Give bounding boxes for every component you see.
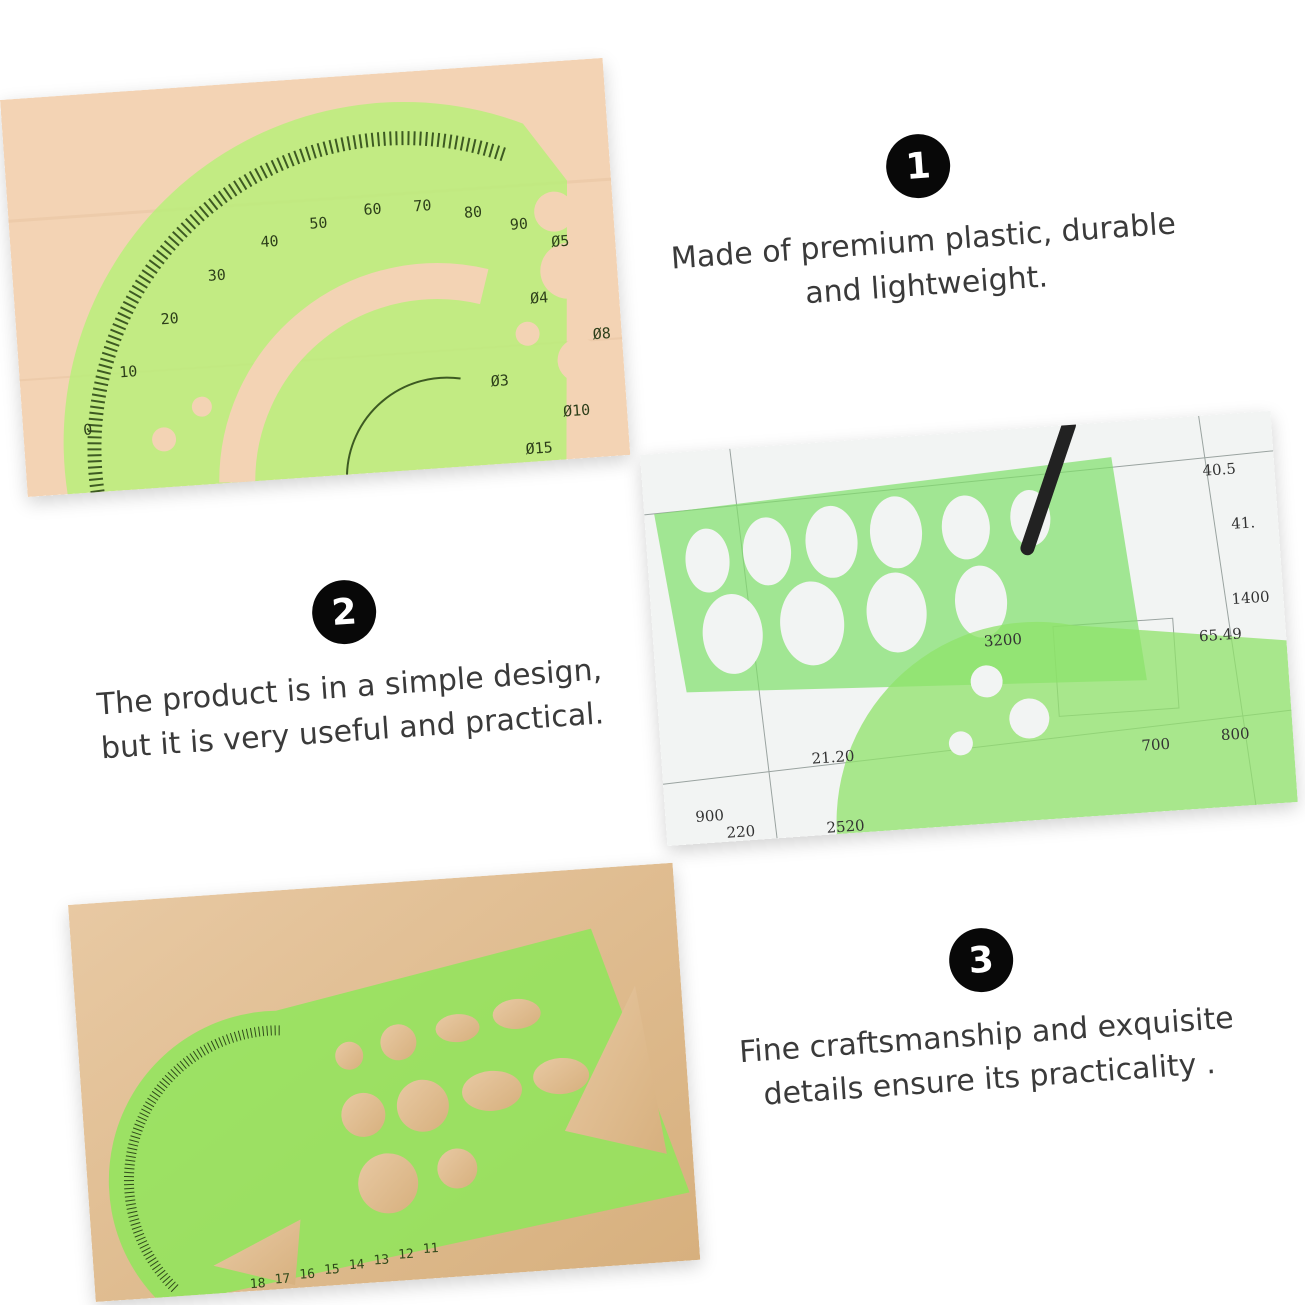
number-badge: 3 xyxy=(947,925,1016,995)
feature-caption: Made of premium plastic, durable and lig… xyxy=(669,206,1178,312)
scale-label: 90 xyxy=(509,214,528,233)
number-badge: 2 xyxy=(310,577,379,647)
scale-label: 40 xyxy=(260,232,279,251)
product-photo-blueprint: 40.5 41. 65.49 21.20 900 220 2520 700 80… xyxy=(640,410,1298,847)
hole-label: Ø15 xyxy=(525,438,553,458)
feature-caption: Fine craftsmanship and exquisite details… xyxy=(738,1000,1235,1113)
scale-label: 20 xyxy=(160,309,179,328)
dimension-label: 900 xyxy=(695,806,725,826)
ruler-number: 13 xyxy=(373,1252,390,1268)
feature-1: 1 Made of premium plastic, durable and l… xyxy=(637,115,1208,328)
ruler-number: 17 xyxy=(274,1271,291,1287)
ruler-number: 18 xyxy=(249,1276,266,1292)
dimension-label: 1400 xyxy=(1231,587,1270,608)
scale-label: 50 xyxy=(309,213,328,232)
ruler-number: 15 xyxy=(324,1262,341,1278)
hole-label: Ø5 xyxy=(551,232,570,251)
ruler-number: 12 xyxy=(398,1247,415,1263)
ruler-number: 16 xyxy=(299,1267,316,1283)
feature-2: 2 The product is in a simple design, but… xyxy=(63,561,634,774)
dimension-label: 21.20 xyxy=(811,747,855,768)
ruler-number: 11 xyxy=(422,1241,439,1257)
feature-3: 3 Fine craftsmanship and exquisite detai… xyxy=(700,909,1271,1122)
dimension-label: 41. xyxy=(1231,513,1256,533)
ruler-number: 14 xyxy=(348,1257,365,1273)
scale-label: 0 xyxy=(83,420,93,439)
dimension-label: 220 xyxy=(726,822,756,842)
hole-label: Ø10 xyxy=(562,401,590,421)
dimension-label: 65.49 xyxy=(1198,624,1242,645)
product-photo-protractor: 0 10 20 30 40 50 60 70 80 90 Ø5 Ø4 Ø8 Ø3… xyxy=(0,57,631,498)
feature-caption: The product is in a simple design, but i… xyxy=(95,652,606,767)
scale-label: 60 xyxy=(363,200,382,219)
dimension-label: 700 xyxy=(1141,735,1171,755)
dimension-label: 800 xyxy=(1220,724,1250,744)
hole-label: Ø8 xyxy=(592,324,611,343)
hole-label: Ø3 xyxy=(490,371,509,390)
scale-label: 70 xyxy=(413,196,432,215)
hole-label: Ø4 xyxy=(530,288,549,307)
scale-label: 10 xyxy=(119,362,138,381)
scale-label: 30 xyxy=(207,266,226,285)
scale-label: 80 xyxy=(463,203,482,222)
product-photo-template: 11 12 13 14 15 16 17 18 xyxy=(68,862,701,1303)
dimension-label: 40.5 xyxy=(1202,459,1237,479)
dimension-label: 2520 xyxy=(826,816,865,837)
dimension-label: 3200 xyxy=(983,630,1022,651)
number-badge: 1 xyxy=(884,131,953,201)
